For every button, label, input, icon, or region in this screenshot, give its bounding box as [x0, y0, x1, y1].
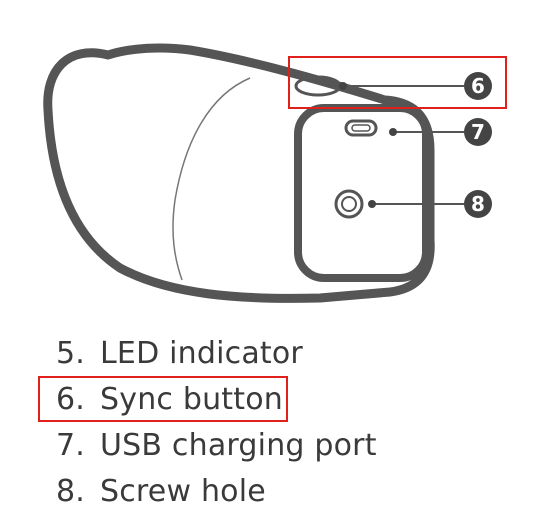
usb-port-inner	[351, 124, 371, 132]
leader-dot-7	[389, 128, 397, 136]
legend-item-screw-hole: 8. Screw hole	[56, 474, 266, 509]
legend-label: Sync button	[100, 382, 283, 417]
sync-button-legend-highlight-box	[38, 376, 288, 422]
legend-number: 5.	[56, 336, 86, 371]
legend-number: 7.	[56, 428, 86, 463]
callout-number-7: 7	[471, 120, 485, 144]
camera-body-outline	[43, 43, 435, 303]
callout-badge-7	[464, 118, 492, 146]
legend-label: USB charging port	[100, 428, 377, 463]
legend-number: 8.	[56, 474, 86, 509]
body-seam-line	[172, 77, 251, 281]
callout-number-8: 8	[471, 192, 485, 216]
callout-badge-6	[464, 72, 492, 100]
legend-item-sync-button: 6. Sync button	[56, 382, 283, 417]
screw-hole-outer	[334, 189, 364, 219]
legend-item-usb-charging-port: 7. USB charging port	[56, 428, 377, 463]
screw-hole-inner	[341, 196, 357, 212]
legend-item-led-indicator: 5. LED indicator	[56, 336, 303, 371]
leader-dot-6	[339, 82, 347, 90]
callout-badge-8	[464, 190, 492, 218]
legend-number: 6.	[56, 382, 86, 417]
usb-port-shape	[344, 119, 378, 137]
callout-number-6: 6	[471, 74, 485, 98]
sync-button-highlight-box	[288, 56, 507, 109]
leader-dot-8	[368, 200, 376, 208]
legend-label: Screw hole	[100, 474, 266, 509]
legend-label: LED indicator	[100, 336, 303, 371]
